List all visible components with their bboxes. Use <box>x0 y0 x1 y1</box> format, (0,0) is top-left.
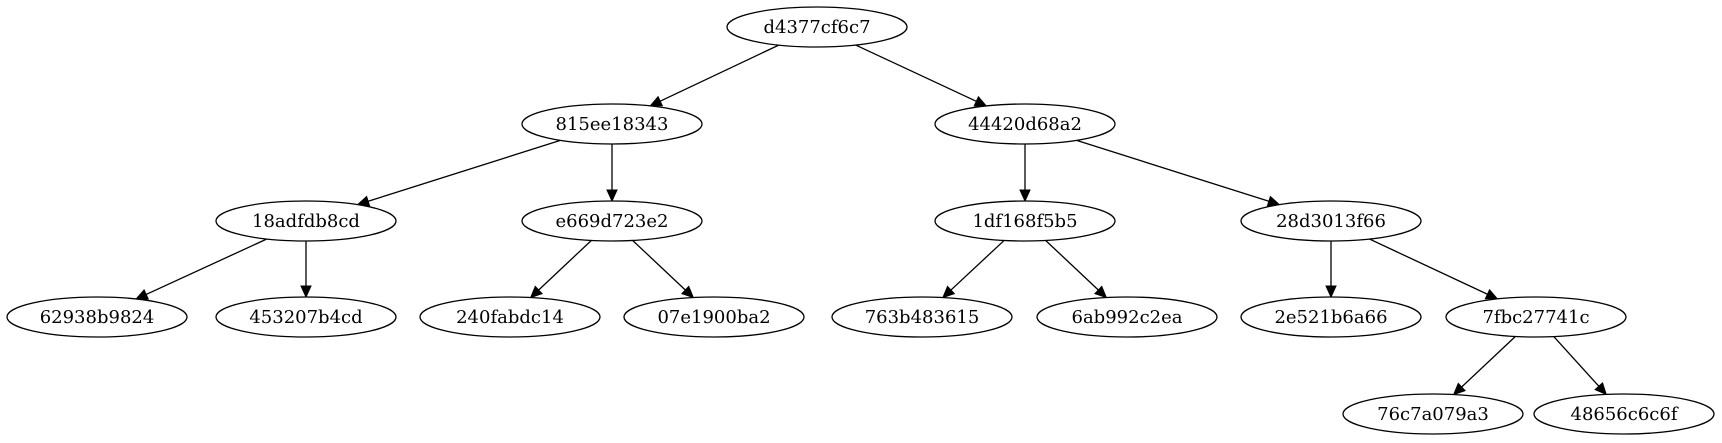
node-label: 48656c6c6f <box>1571 404 1679 425</box>
node-18adfdb8cd: 18adfdb8cd <box>215 200 397 242</box>
node-ellipse <box>831 296 1013 338</box>
edge-line <box>145 238 268 295</box>
node-ellipse <box>521 103 703 145</box>
edge-line <box>1553 336 1600 387</box>
edge-7fbc27741c-48656c6c6f <box>1553 336 1608 396</box>
node-763b483615: 763b483615 <box>831 296 1013 338</box>
node-e669d723e2: e669d723e2 <box>521 200 703 242</box>
edge-d4377cf6c7-815ee18343 <box>649 44 780 107</box>
edge-line <box>855 44 977 102</box>
node-ellipse <box>1240 296 1422 338</box>
arrowhead-icon <box>1019 189 1031 203</box>
edge-7fbc27741c-76c7a079a3 <box>1452 335 1516 396</box>
node-ellipse <box>1240 200 1422 242</box>
node-ellipse <box>6 296 188 338</box>
edge-18adfdb8cd-62938b9824 <box>135 238 268 300</box>
node-label: 62938b9824 <box>40 307 155 328</box>
arrowhead-icon <box>606 189 618 203</box>
node-label: 7fbc27741c <box>1482 307 1589 328</box>
edge-line <box>950 239 1005 291</box>
arrowhead-icon <box>1325 285 1337 299</box>
edge-line <box>1369 238 1488 295</box>
node-label: 2e521b6a66 <box>1274 307 1387 328</box>
edge-815ee18343-18adfdb8cd <box>356 139 561 207</box>
arrowhead-icon <box>649 95 664 107</box>
node-ellipse <box>521 200 703 242</box>
arrowhead-icon <box>1452 382 1467 396</box>
node-ellipse <box>623 296 805 338</box>
node-label: 76c7a079a3 <box>1377 404 1489 425</box>
node-label: 815ee18343 <box>556 114 669 135</box>
edge-e669d723e2-07e1900ba2 <box>632 239 695 299</box>
arrowhead-icon <box>1093 285 1108 299</box>
arrowhead-icon <box>300 285 312 299</box>
node-815ee18343: 815ee18343 <box>521 103 703 145</box>
edge-44420d68a2-28d3013f66 <box>1076 139 1281 207</box>
edge-815ee18343-e669d723e2 <box>606 144 618 203</box>
edge-e669d723e2-240fabdc14 <box>529 239 592 299</box>
node-label: 28d3013f66 <box>1276 211 1386 232</box>
node-label: 763b483615 <box>865 307 980 328</box>
edge-line <box>632 239 686 291</box>
node-ellipse <box>726 6 908 48</box>
node-7fbc27741c: 7fbc27741c <box>1445 296 1627 338</box>
node-label: 6ab992c2ea <box>1072 307 1183 328</box>
node-44420d68a2: 44420d68a2 <box>934 103 1116 145</box>
edges-layer <box>135 44 1608 396</box>
node-label: 1df168f5b5 <box>972 211 1077 232</box>
node-label: 44420d68a2 <box>968 114 1082 135</box>
edge-1df168f5b5-6ab992c2ea <box>1045 239 1108 299</box>
node-d4377cf6c7: d4377cf6c7 <box>726 6 908 48</box>
node-2e521b6a66: 2e521b6a66 <box>1240 296 1422 338</box>
edge-1df168f5b5-763b483615 <box>941 239 1005 299</box>
node-ellipse <box>934 103 1116 145</box>
node-ellipse <box>215 200 397 242</box>
node-62938b9824: 62938b9824 <box>6 296 188 338</box>
edge-28d3013f66-7fbc27741c <box>1369 238 1499 300</box>
node-ellipse <box>1445 296 1627 338</box>
arrowhead-icon <box>941 285 956 299</box>
node-453207b4cd: 453207b4cd <box>215 296 397 338</box>
edge-line <box>1076 139 1270 202</box>
edge-44420d68a2-1df168f5b5 <box>1019 144 1031 203</box>
edge-line <box>659 44 780 102</box>
arrowhead-icon <box>973 95 988 107</box>
node-ellipse <box>419 296 601 338</box>
node-ellipse <box>1533 393 1715 435</box>
edge-line <box>538 239 592 291</box>
node-ellipse <box>1342 393 1524 435</box>
node-label: e669d723e2 <box>556 211 669 232</box>
node-ellipse <box>1036 296 1218 338</box>
arrowhead-icon <box>680 285 695 299</box>
edge-line <box>1461 335 1516 388</box>
node-label: 18adfdb8cd <box>252 211 360 232</box>
node-ellipse <box>215 296 397 338</box>
edge-line <box>367 139 561 202</box>
edge-line <box>1045 239 1099 291</box>
node-28d3013f66: 28d3013f66 <box>1240 200 1422 242</box>
node-1df168f5b5: 1df168f5b5 <box>934 200 1116 242</box>
node-07e1900ba2: 07e1900ba2 <box>623 296 805 338</box>
arrowhead-icon <box>1594 381 1608 396</box>
node-6ab992c2ea: 6ab992c2ea <box>1036 296 1218 338</box>
node-76c7a079a3: 76c7a079a3 <box>1342 393 1524 435</box>
arrowhead-icon <box>1484 288 1499 300</box>
arrowhead-icon <box>135 288 150 300</box>
node-label: 453207b4cd <box>249 307 362 328</box>
node-label: 240fabdc14 <box>456 307 564 328</box>
node-label: 07e1900ba2 <box>657 307 770 328</box>
arrowhead-icon <box>529 285 544 299</box>
nodes-layer: d4377cf6c7 815ee18343 44420d68a2 18adfdb8cd… <box>6 6 1715 435</box>
node-240fabdc14: 240fabdc14 <box>419 296 601 338</box>
edge-28d3013f66-2e521b6a66 <box>1325 241 1337 299</box>
node-label: d4377cf6c7 <box>763 17 870 38</box>
edge-d4377cf6c7-44420d68a2 <box>855 44 988 107</box>
node-ellipse <box>934 200 1116 242</box>
node-48656c6c6f: 48656c6c6f <box>1533 393 1715 435</box>
edge-18adfdb8cd-453207b4cd <box>300 241 312 299</box>
